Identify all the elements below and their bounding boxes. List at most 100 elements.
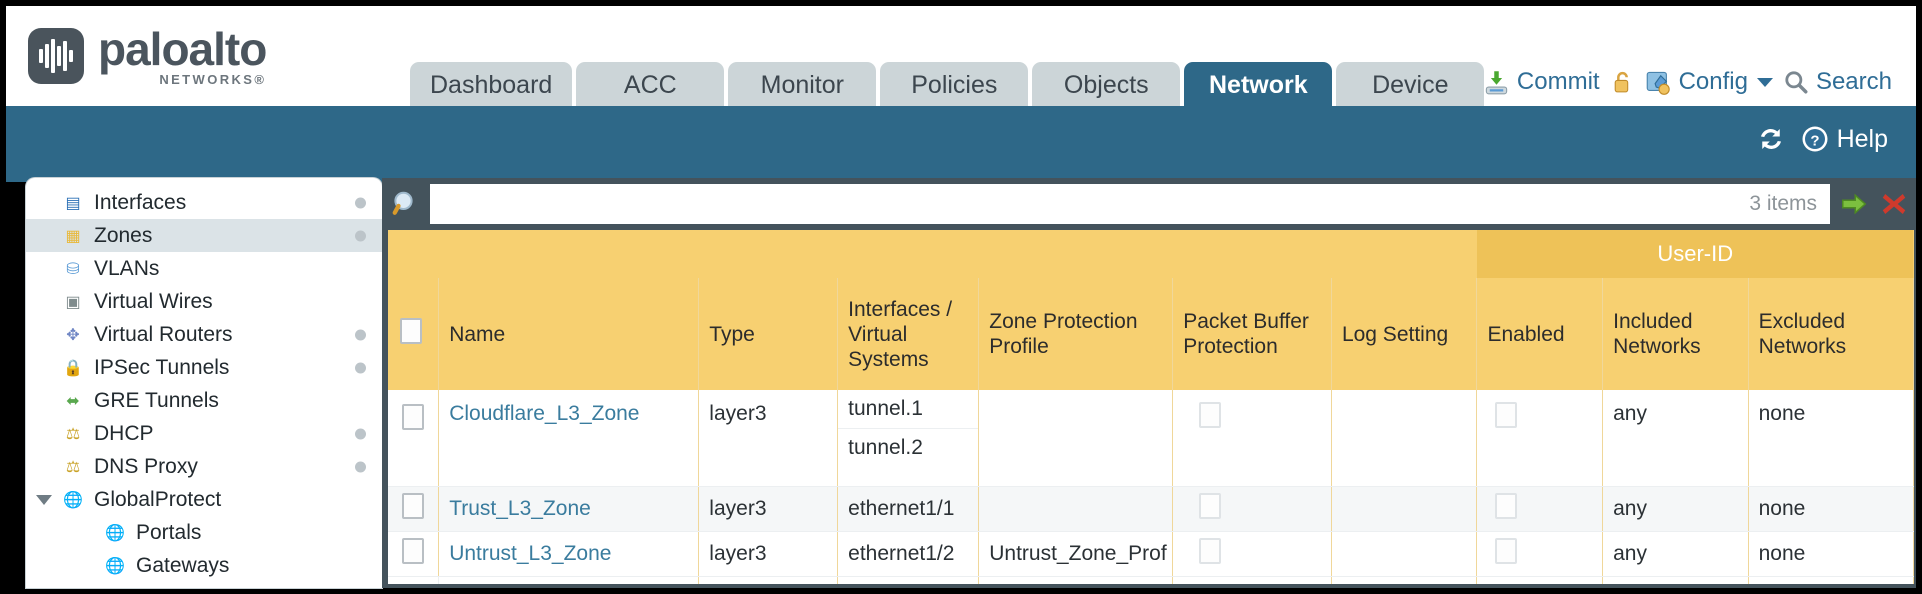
row-checkbox[interactable] [402,537,424,564]
sidebar-item-dhcp[interactable]: ⚖DHCP [26,417,382,450]
cell-userid-enabled[interactable] [1476,390,1604,487]
sidebar-item-portals[interactable]: 🌐Portals [26,516,382,549]
lock-button[interactable] [1610,69,1635,96]
row-select-cell[interactable] [388,531,440,577]
select-all-header[interactable] [388,278,440,390]
sidebar-item-label: GlobalProtect [94,487,222,511]
sidebar-item-virtual-wires[interactable]: ▣Virtual Wires [26,285,382,318]
refresh-button[interactable] [1756,124,1786,154]
tab-acc[interactable]: ACC [576,62,725,108]
sidebar-item-label: Portals [136,520,202,544]
cell-userid-enabled[interactable] [1476,486,1604,532]
tab-device[interactable]: Device [1336,62,1485,108]
zone-name-link[interactable]: Cloudflare_L3_Zone [449,402,640,425]
arrow-right-icon [1842,193,1867,215]
sidebar-item-virtual-routers[interactable]: ✥Virtual Routers [26,318,382,351]
blue-toolbar: ? Help [6,106,1916,182]
zones-table-head: User-ID Name Type Interfaces / Virtual S… [388,230,1914,390]
vlans-icon: ⛁ [66,260,80,278]
zone-name-link[interactable]: Untrust_L3_Zone [449,541,612,565]
table-filler-cell [1172,576,1332,584]
cell-packet-buffer-protection[interactable] [1172,390,1332,487]
col-interfaces[interactable]: Interfaces / Virtual Systems [837,278,980,390]
cell-name[interactable]: Cloudflare_L3_Zone [438,390,700,487]
gateways-icon: 🌐 [105,557,125,575]
col-log-setting[interactable]: Log Setting [1331,278,1478,390]
table-filler-cell [978,576,1174,584]
tab-monitor[interactable]: Monitor [728,62,877,108]
cell-name[interactable]: Untrust_L3_Zone [438,531,700,577]
sidebar-item-label: Gateways [136,553,230,577]
cell-type: layer3 [698,390,839,487]
packet-buffer-protection-checkbox[interactable] [1199,492,1222,519]
sidebar-item-globalprotect[interactable]: 🌐GlobalProtect [26,483,382,516]
cell-excluded-networks: none [1748,390,1914,487]
logo-mark-icon [28,28,84,84]
col-packet-buffer-protection[interactable]: Packet Buffer Protection [1172,278,1332,390]
col-excluded-networks[interactable]: Excluded Networks [1748,278,1914,390]
sidebar-item-indicator [355,329,366,340]
config-label: Config [1678,68,1748,95]
interface-item: ethernet1/1 [848,496,955,520]
commit-button[interactable]: Commit [1483,68,1600,96]
search-icon [1785,71,1808,94]
sidebar-item-gateways[interactable]: 🌐 Gateways [26,549,382,582]
cell-userid-enabled[interactable] [1476,531,1604,577]
sidebar-item-label: Virtual Wires [94,289,213,313]
row-checkbox[interactable] [402,404,424,430]
tab-network[interactable]: Network [1184,62,1333,108]
cell-zone-protection-profile [978,390,1174,487]
cell-packet-buffer-protection[interactable] [1172,531,1332,577]
col-name[interactable]: Name [438,278,700,390]
config-dropdown[interactable]: Config [1645,68,1773,96]
row-select-cell[interactable] [388,486,440,532]
clear-filter-button[interactable] [1878,188,1910,220]
tab-dashboard[interactable]: Dashboard [410,62,573,108]
col-enabled[interactable]: Enabled [1476,278,1604,390]
ipsec-tunnels-icon: 🔒 [63,359,83,377]
userid-enabled-checkbox[interactable] [1495,402,1518,428]
userid-enabled-checkbox[interactable] [1495,492,1518,519]
sidebar-item-gre-tunnels[interactable]: ⬌GRE Tunnels [26,384,382,417]
sidebar-item-vlans[interactable]: ⛁VLANs [26,252,382,285]
packet-buffer-protection-checkbox[interactable] [1199,402,1222,428]
sidebar-item-indicator [355,362,366,373]
sidebar-item-interfaces[interactable]: ▤Interfaces [26,186,382,219]
interface-item: ethernet1/2 [848,541,955,565]
table-filler-cell [1748,576,1914,584]
expand-collapse-icon[interactable] [36,494,52,505]
sidebar-item-dns-proxy[interactable]: ⚖ DNS Proxy [26,450,382,483]
search-input[interactable]: 3 items [430,184,1830,224]
cell-name[interactable]: Trust_L3_Zone [438,486,700,532]
items-count: 3 items [1749,192,1817,215]
sidebar-item-label: Zones [94,223,153,247]
row-checkbox[interactable] [402,492,424,519]
row-select-cell[interactable] [388,390,440,487]
col-type[interactable]: Type [698,278,839,390]
tab-policies[interactable]: Policies [880,62,1029,108]
cell-interfaces: ethernet1/2 [837,531,980,577]
refresh-icon [1760,129,1781,149]
cell-packet-buffer-protection[interactable] [1172,486,1332,532]
zone-name-link[interactable]: Trust_L3_Zone [449,496,591,520]
sidebar-item-label: DNS Proxy [94,454,198,478]
userid-enabled-checkbox[interactable] [1495,537,1518,564]
group-header-userid: User-ID [1476,230,1914,278]
help-button[interactable]: ? Help [1800,124,1888,154]
sidebar-item-ipsec-tunnels[interactable]: 🔒IPSec Tunnels [26,351,382,384]
select-all-checkbox[interactable] [400,318,422,344]
packet-buffer-protection-checkbox[interactable] [1199,537,1222,564]
sidebar-item-zones[interactable]: ▦ Zones [26,219,382,252]
apply-filter-button[interactable] [1838,188,1870,220]
col-included-networks[interactable]: Included Networks [1602,278,1749,390]
tab-objects[interactable]: Objects [1032,62,1181,108]
cell-included-networks: any [1602,390,1749,487]
dns-proxy-icon: ⚖ [65,458,81,476]
col-zone-protection-profile[interactable]: Zone Protection Profile [978,278,1174,390]
zones-icon: ▦ [65,227,81,245]
search-button[interactable]: Search [1783,68,1892,96]
blue-toolbar-actions: ? Help [1756,124,1888,154]
